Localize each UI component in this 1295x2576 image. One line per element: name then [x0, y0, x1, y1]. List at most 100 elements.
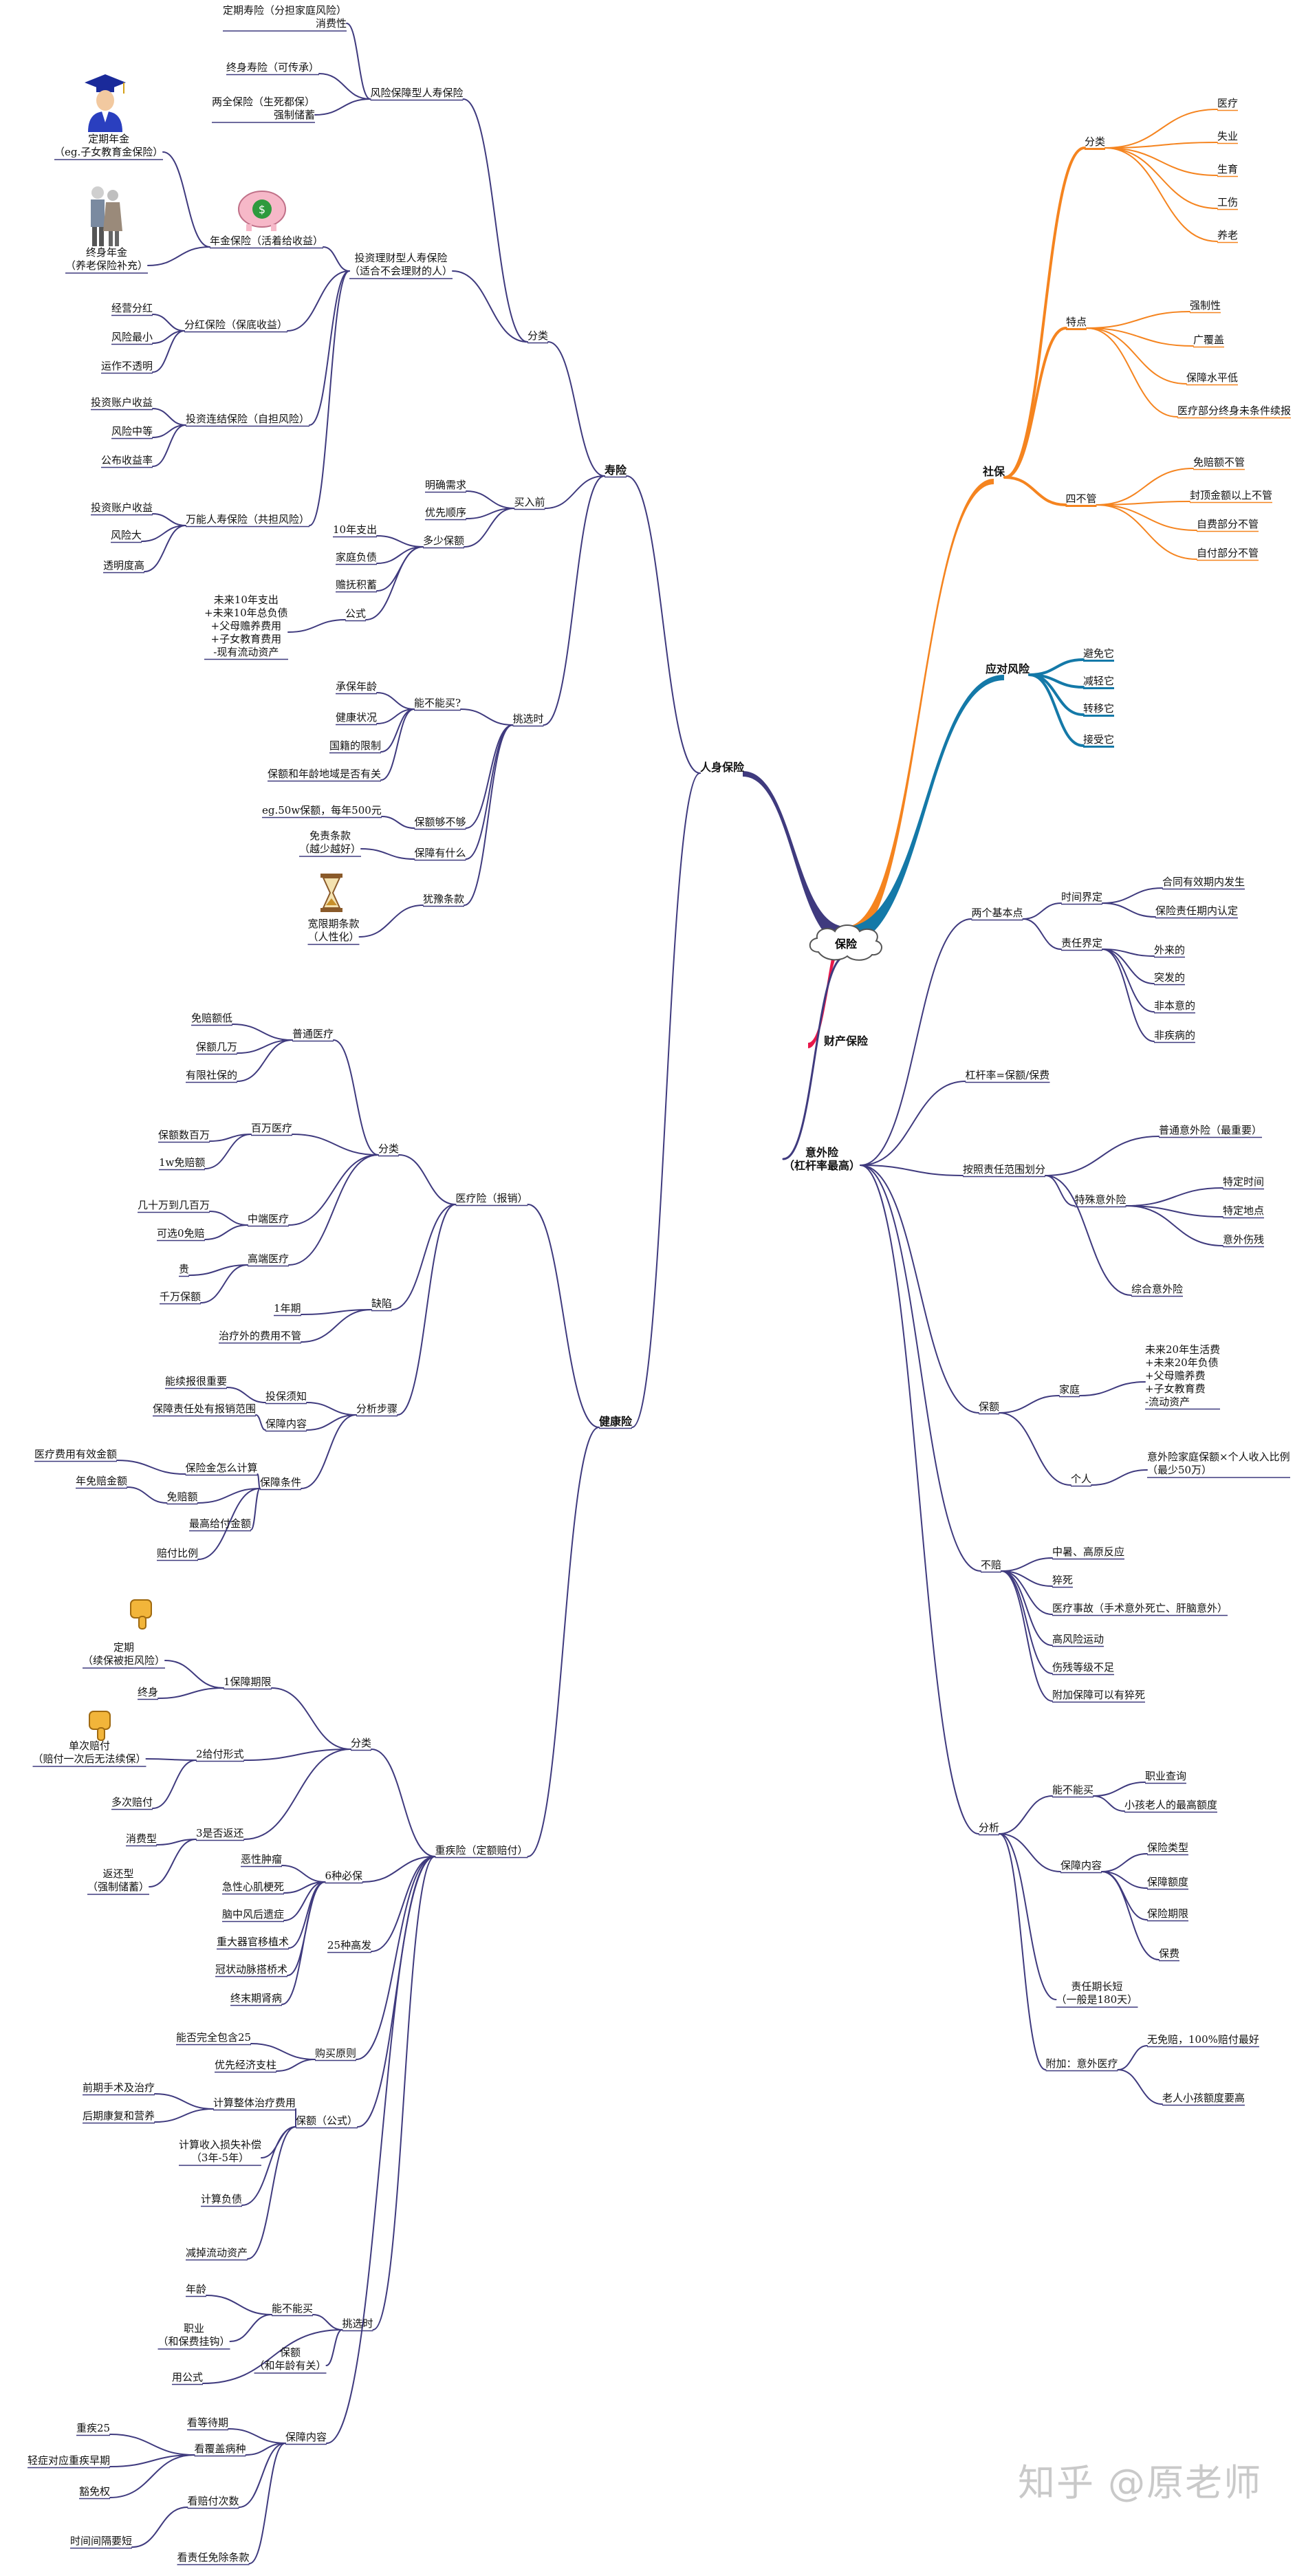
node-c-pc2c[interactable]: 豁免权 — [79, 2485, 111, 2498]
node-sh-p2a[interactable]: eg.50w保额，每年500元 — [262, 803, 382, 816]
node-sh-inv[interactable]: 投资理财型人寿保险 （适合不会理财的人） — [349, 252, 453, 277]
node-sh-d1[interactable]: 经营分红 — [111, 301, 153, 314]
node-m-c2[interactable]: 保额几万 — [196, 1040, 238, 1053]
node-a-n3[interactable]: 医疗事故（手术意外死亡、肝脑意外） — [1052, 1601, 1228, 1614]
node-c-s1[interactable]: 恶性肿瘤 — [241, 1852, 283, 1865]
node-s-wide[interactable]: 广覆盖 — [1193, 333, 1225, 346]
node-sh-p1c[interactable]: 国籍的限制 — [329, 739, 382, 752]
node-sh-u2[interactable]: 风险大 — [111, 528, 142, 541]
node-m-tm2a[interactable]: 年免赔金额 — [76, 1474, 128, 1487]
node-m-cat[interactable]: 分类 — [378, 1142, 400, 1155]
node-a-person[interactable]: 个人 — [1071, 1472, 1092, 1485]
node-c-pay2[interactable]: 多次赔付 — [111, 1795, 153, 1808]
node-c-s3[interactable]: 脑中风后遗症 — [222, 1907, 285, 1920]
node-a-content[interactable]: 保障内容 — [1060, 1859, 1102, 1872]
node-m-fl1[interactable]: 1年期 — [274, 1301, 301, 1314]
node-a-ct2[interactable]: 保障额度 — [1147, 1875, 1189, 1888]
node-sh-div[interactable]: 分红保险（保底收益） — [184, 318, 288, 331]
node-a-fam-formula[interactable]: 未来20年生活费 +未来20年负债 +父母赡养费 +子女教育费 -流动资产 — [1145, 1343, 1221, 1408]
node-a-ct1[interactable]: 保险类型 — [1147, 1841, 1189, 1854]
node-sh-b3b[interactable]: 家庭负债 — [336, 550, 378, 563]
node-sh-b3c[interactable]: 赡抚积蓄 — [336, 578, 378, 591]
node-sh-an2[interactable]: 终身年金 （养老保险补充） — [65, 246, 149, 272]
node-s-pension[interactable]: 养老 — [1217, 228, 1239, 241]
node-sh-u1[interactable]: 投资账户收益 — [91, 501, 153, 514]
node-c-a4[interactable]: 减掉流动资产 — [186, 2246, 248, 2259]
node-health[interactable]: 健康险 — [599, 1414, 633, 1428]
node-sh-p1a[interactable]: 承保年龄 — [336, 680, 378, 693]
node-m-tm1[interactable]: 保险金怎么计算 — [185, 1461, 258, 1474]
node-a-r1[interactable]: 外来的 — [1154, 943, 1186, 956]
node-sh-before[interactable]: 买入前 — [514, 495, 545, 508]
node-c-s5[interactable]: 冠状动脉搭桥术 — [215, 1962, 288, 1976]
node-m-common[interactable]: 普通医疗 — [292, 1027, 334, 1040]
node-a-resp[interactable]: 责任界定 — [1061, 936, 1103, 949]
node-c-six[interactable]: 6种必保 — [325, 1869, 363, 1882]
node-c-p3[interactable]: 用公式 — [172, 2370, 204, 2383]
node-c-a1a[interactable]: 前期手术及治疗 — [83, 2081, 155, 2094]
node-c-pay1[interactable]: 单次赔付 （赔付一次后无法续保） — [32, 1740, 146, 1765]
node-a-e2[interactable]: 老人小孩额度要高 — [1162, 2091, 1245, 2104]
node-c-a2[interactable]: 计算收入损失补偿 （3年-5年） — [179, 2139, 262, 2164]
node-s-injury[interactable]: 工伤 — [1217, 195, 1239, 208]
node-a-div[interactable]: 按照责任范围划分 — [963, 1162, 1046, 1176]
node-sh-cat[interactable]: 分类 — [527, 329, 549, 342]
node-c-rule[interactable]: 购买原则 — [315, 2046, 357, 2059]
node-m-tm4[interactable]: 赔付比例 — [157, 1546, 199, 1559]
node-m-content[interactable]: 保障内容 — [265, 1417, 307, 1430]
node-sh-d3[interactable]: 运作不透明 — [101, 359, 153, 372]
node-s-cat[interactable]: 分类 — [1085, 135, 1106, 148]
node-s-feat[interactable]: 特点 — [1066, 315, 1087, 328]
node-m-million[interactable]: 百万医疗 — [251, 1121, 293, 1134]
node-c-s2[interactable]: 急性心肌梗死 — [222, 1880, 285, 1893]
node-m-tm2[interactable]: 免赔额 — [166, 1490, 198, 1503]
node-life[interactable]: 人身保险 — [700, 760, 745, 774]
node-a-r4[interactable]: 非疾病的 — [1154, 1028, 1196, 1041]
node-sh-p2[interactable]: 保额够不够 — [414, 815, 466, 828]
node-c-p2[interactable]: 保额 （和年龄有关） — [254, 2346, 327, 2372]
node-c-a1b[interactable]: 后期康复和营养 — [83, 2109, 155, 2122]
node-m-terms[interactable]: 保障条件 — [260, 1475, 302, 1489]
node-c-r2[interactable]: 优先经济支柱 — [215, 2058, 277, 2071]
node-m-tm1a[interactable]: 医疗费用有效金额 — [34, 1447, 118, 1460]
node-a-n1[interactable]: 中暑、高原反应 — [1052, 1545, 1125, 1558]
node-sh-p3[interactable]: 保障有什么 — [414, 846, 466, 859]
node-a-two[interactable]: 两个基本点 — [971, 906, 1023, 919]
node-a-c2[interactable]: 小孩老人的最高额度 — [1124, 1798, 1218, 1811]
node-m-m1[interactable]: 保额数百万 — [158, 1128, 210, 1141]
node-c-p1b[interactable]: 职业 （和保费挂钩） — [157, 2322, 230, 2348]
node-a-t2[interactable]: 保险责任期内认定 — [1155, 904, 1239, 917]
node-sh-b2[interactable]: 优先顺序 — [425, 506, 467, 519]
node-a-c1[interactable]: 职业查询 — [1145, 1769, 1187, 1782]
center-node[interactable]: 保险 — [805, 922, 887, 963]
node-c-term1b[interactable]: 终身 — [138, 1685, 159, 1698]
node-c-pc3a[interactable]: 时间间隔要短 — [70, 2534, 133, 2547]
node-property[interactable]: 财产保险 — [824, 1034, 869, 1048]
node-c-s6[interactable]: 终末期肾病 — [230, 1991, 283, 2004]
node-c-p1a[interactable]: 年龄 — [186, 2282, 207, 2295]
node-sh-b3a[interactable]: 10年支出 — [333, 523, 378, 536]
node-s-f3[interactable]: 自费部分不管 — [1197, 517, 1259, 530]
node-c-ret1[interactable]: 消费型 — [126, 1832, 157, 1845]
node-m-steps[interactable]: 分析步骤 — [356, 1402, 398, 1415]
node-m-ct1[interactable]: 保障责任处有报销范围 — [153, 1402, 257, 1415]
node-sh-annuity[interactable]: 年金保险（活着给收益） — [210, 234, 324, 247]
node-a-amt[interactable]: 保额 — [979, 1400, 1000, 1413]
node-sh-whole[interactable]: 终身寿险（可传承） — [226, 61, 320, 74]
node-a-time[interactable]: 时间界定 — [1061, 890, 1103, 903]
node-a-sp1[interactable]: 特定时间 — [1223, 1175, 1265, 1188]
node-s-med[interactable]: 医疗 — [1217, 96, 1239, 109]
node-social[interactable]: 社保 — [983, 464, 1005, 478]
node-sh-p1[interactable]: 能不能买? — [414, 696, 461, 709]
node-a-comp[interactable]: 综合意外险 — [1131, 1282, 1184, 1295]
node-sh-risk[interactable]: 风险保障型人寿保险 — [370, 86, 464, 99]
node-c-cat[interactable]: 分类 — [351, 1736, 372, 1749]
node-a-cannot[interactable]: 能不能买 — [1052, 1783, 1094, 1796]
node-s-four[interactable]: 四不管 — [1065, 492, 1097, 505]
node-m-h2[interactable]: 千万保额 — [160, 1290, 202, 1303]
node-c-ci[interactable]: 重疾险（定额赔付） — [435, 1843, 528, 1857]
node-m-high[interactable]: 高端医疗 — [248, 1252, 290, 1265]
node-c-term1[interactable]: 1保障期限 — [224, 1675, 272, 1688]
node-c-pc[interactable]: 保障内容 — [285, 2430, 327, 2443]
node-m-c1[interactable]: 免赔额低 — [191, 1011, 233, 1024]
